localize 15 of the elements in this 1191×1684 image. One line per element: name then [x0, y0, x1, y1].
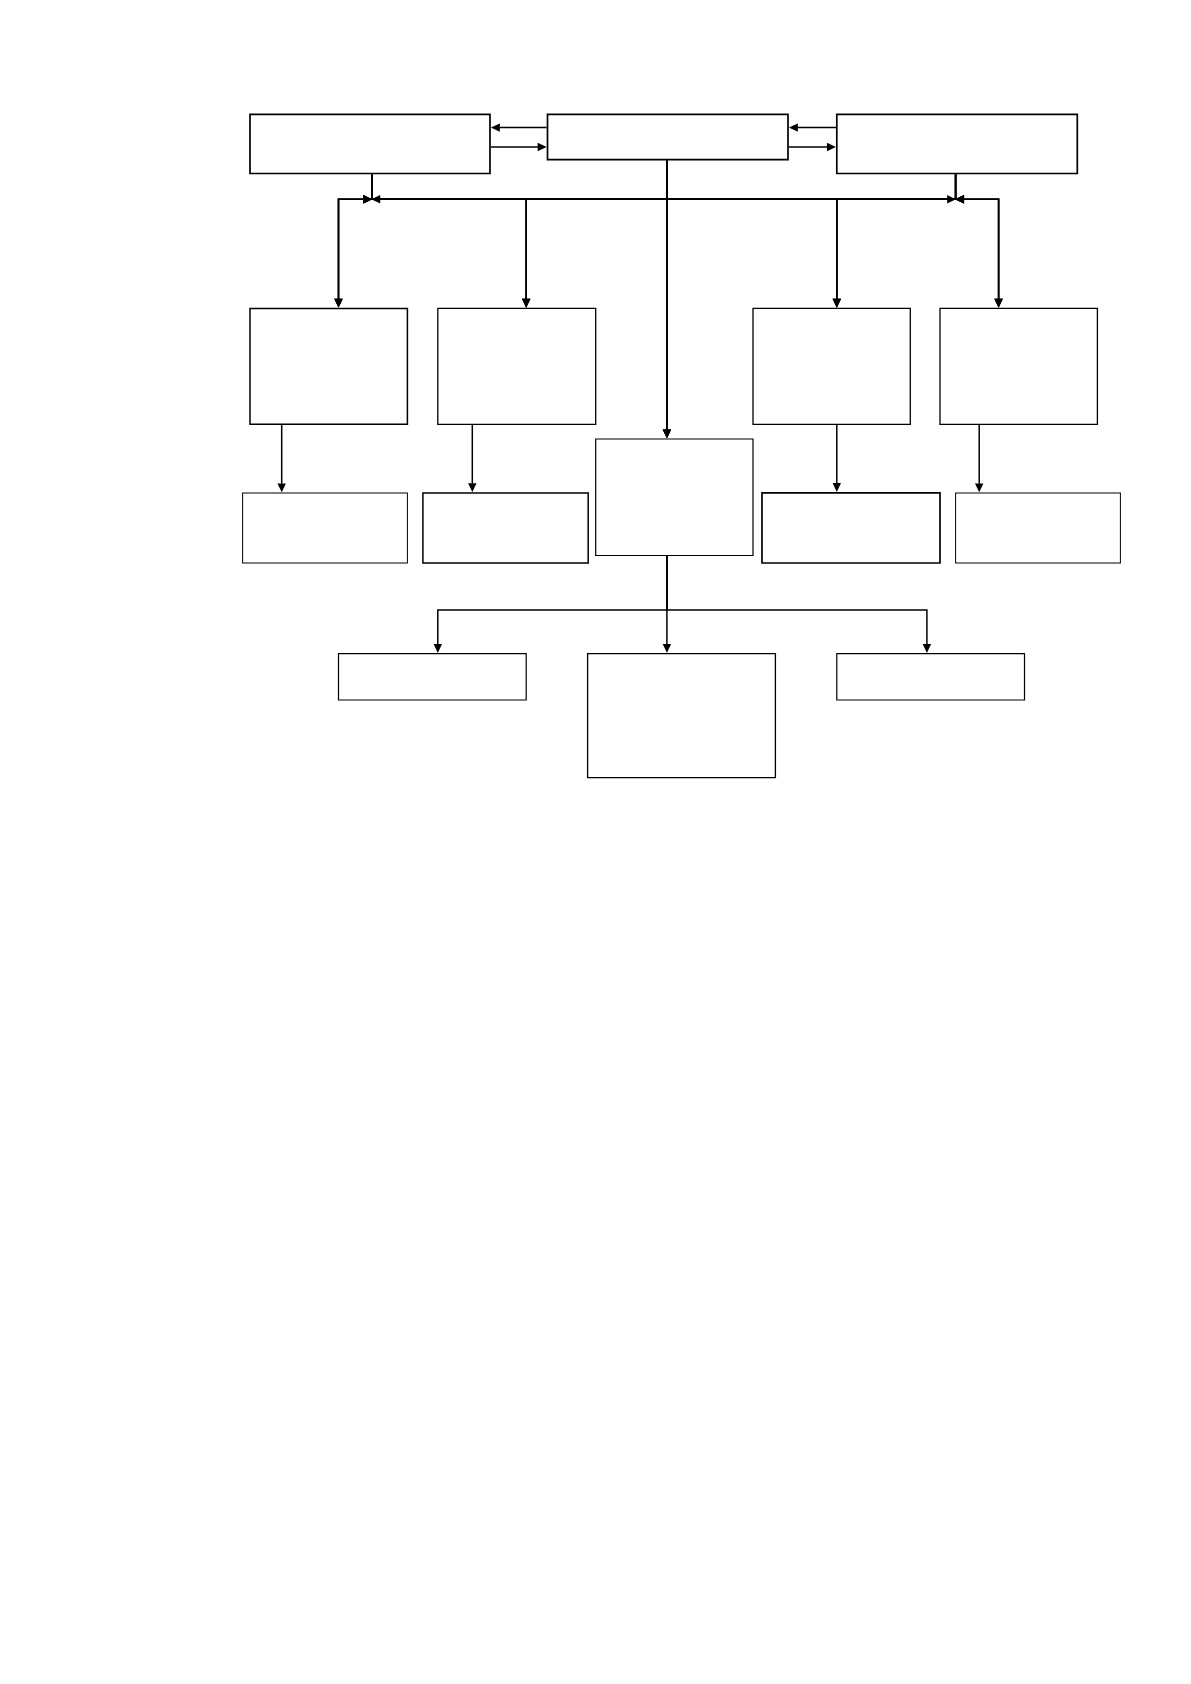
box [437, 307, 597, 425]
box [586, 652, 777, 779]
box [249, 307, 409, 426]
box [242, 492, 408, 564]
box [761, 492, 941, 564]
box [249, 113, 491, 175]
box [337, 653, 527, 701]
box [546, 113, 789, 161]
box [835, 113, 1079, 175]
box [836, 653, 1026, 701]
box [752, 307, 911, 425]
box [422, 492, 589, 564]
box [939, 307, 1099, 425]
box [955, 492, 1121, 564]
box [595, 438, 754, 557]
